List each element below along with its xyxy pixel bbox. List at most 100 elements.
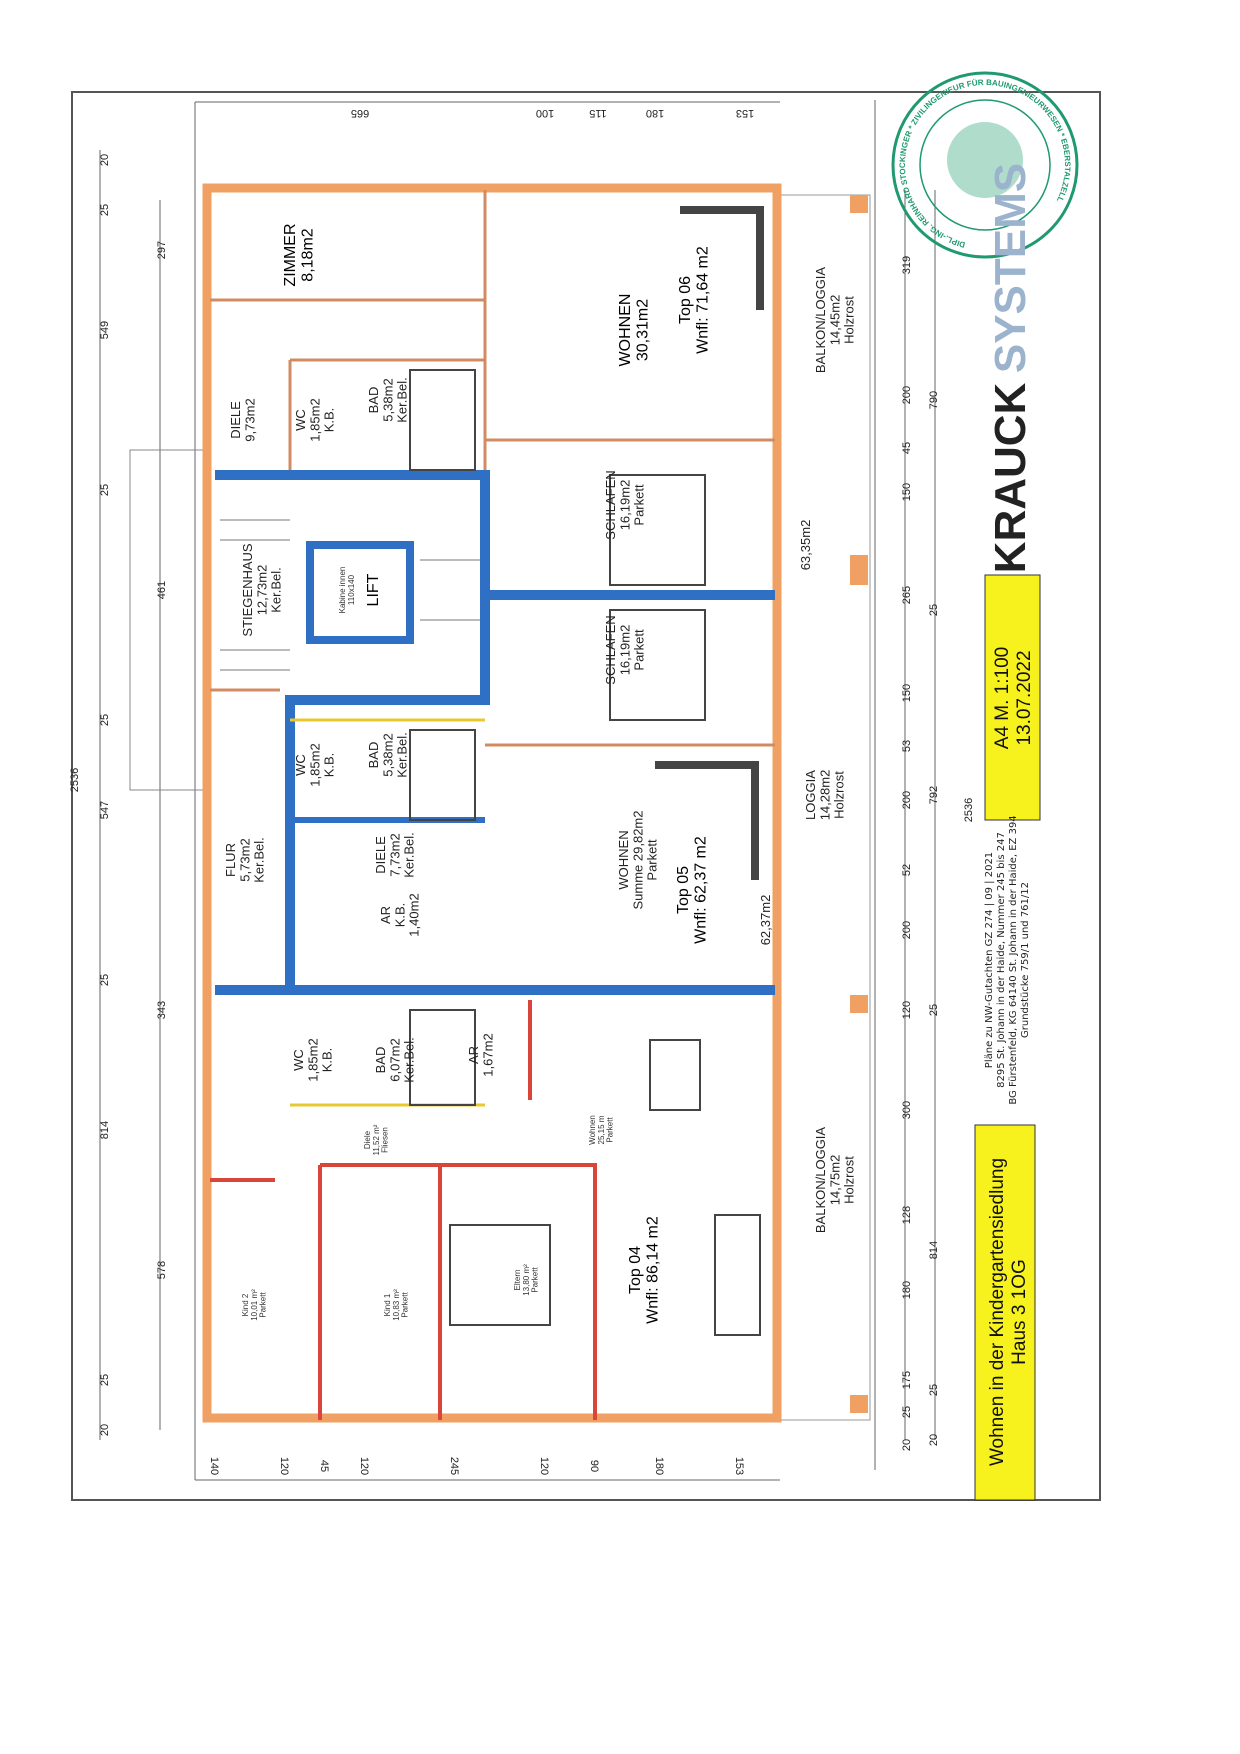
room-label-line: 1,67m2 <box>480 1033 495 1076</box>
address-line: Grundstücke 759/1 und 761/12 <box>1020 882 1031 1038</box>
room-label: FLUR5,73m2Ker.Bel. <box>223 837 267 883</box>
dimension-label: 25 <box>901 1406 913 1418</box>
dimension-label: 140 <box>208 1457 220 1475</box>
room-label-line: LIFT <box>365 573 382 606</box>
room-label-line: 5,38m2 <box>380 733 395 776</box>
plan-date: 13.07.2022 <box>1014 650 1035 745</box>
room-label: Top 05Wnfl: 62,37 m2 <box>675 836 710 944</box>
room-label: Diele11,52 m²Fliesen <box>363 1124 390 1155</box>
room-label-line: 25,15 m <box>597 1115 606 1144</box>
dimension-label: 25 <box>928 604 940 616</box>
dimension-label: 25 <box>99 204 111 216</box>
address-line: BG Fürstenfeld, KG 64140 St. Johann in d… <box>1008 815 1019 1104</box>
dimension-label: 100 <box>536 107 554 119</box>
room-label-line: STIEGENHAUS <box>240 543 255 637</box>
room-label-line: WOHNEN <box>616 830 631 889</box>
room-label: Top 06Wnfl: 71,64 m2 <box>677 246 712 354</box>
dimension-label: 20 <box>928 1434 940 1446</box>
room-label: BALKON/LOGGIA14,75m2Holzrost <box>813 1127 857 1234</box>
total-dimension: 2536 <box>69 768 81 792</box>
dimension-label: 25 <box>928 1384 940 1396</box>
dimension-label: 790 <box>928 391 940 409</box>
room-label-line: 1,85m2 <box>307 398 322 441</box>
room-label-line: Holzrost <box>842 296 857 344</box>
room-label: LIFT <box>365 573 382 606</box>
dimension-label: 319 <box>901 256 913 274</box>
room-label-line: 16,19m2 <box>617 625 632 676</box>
room-label-line: 11,52 m² <box>372 1124 381 1155</box>
room-label: SCHLAFEN16,19m2Parkett <box>603 470 647 539</box>
room-label-line: 62,37m2 <box>758 895 773 946</box>
room-label-line: Fliesen <box>381 1127 390 1153</box>
room-label: Top 04Wnfl: 86,14 m2 <box>627 1216 662 1324</box>
furniture <box>409 206 764 1336</box>
room-label: BAD5,38m2Ker.Bel. <box>366 732 410 778</box>
dimension-label: 200 <box>901 791 913 809</box>
project-subtitle: Haus 3 1OG <box>1009 1259 1030 1365</box>
room-label-line: 8,18m2 <box>300 228 317 281</box>
room-label-line: 16,19m2 <box>617 480 632 531</box>
room-label-line: DIELE <box>228 401 243 439</box>
room-label-line: Diele <box>363 1130 372 1149</box>
room-label-line: AR <box>378 906 393 924</box>
room-label-line: 1,85m2 <box>307 743 322 786</box>
room-label-line: Parkett <box>632 629 647 671</box>
room-label-line: Top 04 <box>627 1246 644 1294</box>
dimension-label: 120 <box>278 1457 290 1475</box>
title-box <box>974 1124 1036 1501</box>
room-label-line: Kabine innen <box>338 567 347 614</box>
room-label-line: 6,07m2 <box>387 1038 402 1081</box>
room-label: LOGGIA14,28m2Holzrost <box>803 770 847 821</box>
room-label-line: WC <box>293 409 308 431</box>
room-label-line: 10,83 m² <box>392 1289 401 1321</box>
dimension-label: 343 <box>156 1001 168 1019</box>
dimension-label: 153 <box>733 1457 745 1475</box>
dimension-label: 150 <box>901 483 913 501</box>
room-label-line: 9,73m2 <box>242 398 257 441</box>
room-label-line: Wnfl: 62,37 m2 <box>693 836 710 944</box>
room-label-line: Top 05 <box>675 866 692 914</box>
room-label-line: 1,40m2 <box>407 893 422 936</box>
inner-walls <box>210 190 775 747</box>
dimension-label: 90 <box>588 1460 600 1472</box>
logo-systems: SYSTEMS <box>986 163 1035 373</box>
room-label-line: LOGGIA <box>803 770 818 820</box>
room-label: WC1,85m2K.B. <box>291 1038 335 1081</box>
room-label-line: Parkett <box>531 1267 540 1293</box>
room-label-line: BAD <box>366 387 381 414</box>
room-label-line: 13,80 m² <box>522 1264 531 1296</box>
outer-wall <box>202 183 782 1423</box>
plan-scale: A4 M. 1:100 <box>992 647 1013 749</box>
room-label-line: 1,85m2 <box>305 1038 320 1081</box>
dimension-label: 180 <box>653 1457 665 1475</box>
room-label-line: K.B. <box>392 903 407 928</box>
dimension-label: 549 <box>99 321 111 339</box>
room-label: Eltern13,80 m²Parkett <box>513 1264 540 1296</box>
room-label-line: Ker.Bel. <box>402 1037 417 1083</box>
room-label-line: WC <box>291 1049 306 1071</box>
room-label-line: 14,75m2 <box>827 1155 842 1206</box>
dimension-label: 792 <box>928 786 940 804</box>
room-label-line: Wnfl: 86,14 m2 <box>645 1216 662 1324</box>
dimension-label: 265 <box>901 586 913 604</box>
project-title: Wohnen in der Kindergartensiedlung <box>987 1158 1008 1466</box>
room-label-line: Parkett <box>259 1292 268 1318</box>
dimension-label: 25 <box>928 1004 940 1016</box>
room-label-line: Wnfl: 71,64 m2 <box>695 246 712 354</box>
dimension-label: 153 <box>736 107 754 119</box>
dimension-label: 25 <box>99 714 111 726</box>
room-label-line: Kind 2 <box>241 1293 250 1316</box>
room-label: AR1,67m2 <box>466 1033 495 1076</box>
dimension-label: 120 <box>901 1001 913 1019</box>
room-label-line: 12,73m2 <box>254 565 269 616</box>
room-label-line: K.B. <box>322 753 337 778</box>
room-label-line: K.B. <box>320 1048 335 1073</box>
dimension-label: 120 <box>358 1457 370 1475</box>
room-label-line: BALKON/LOGGIA <box>813 1127 828 1234</box>
room-label-line: BALKON/LOGGIA <box>813 267 828 374</box>
glazing-element <box>129 449 206 791</box>
dimension-label: 300 <box>901 1101 913 1119</box>
dimension-label: 180 <box>901 1281 913 1299</box>
room-label-line: AR <box>466 1046 481 1064</box>
